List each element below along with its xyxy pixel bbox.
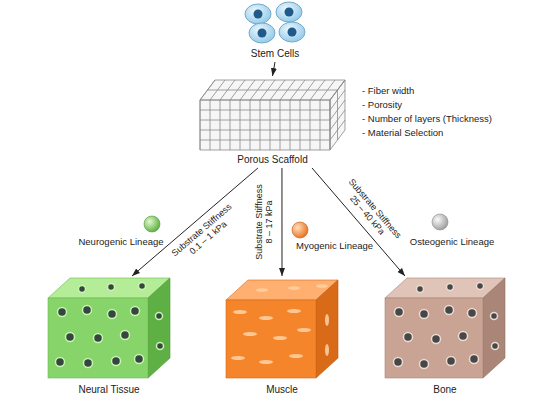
stem-cell [249, 23, 275, 43]
cell-nucleus [288, 28, 297, 37]
lineage-label: Neurogenic Lineage [78, 236, 163, 247]
scaffold-node: Porous Scaffold [195, 76, 350, 168]
node-label: Bone [433, 384, 456, 396]
lineage-label: Osteogenic Lineage [410, 236, 495, 247]
cell-nucleus [258, 29, 267, 38]
muscle-fibers [231, 284, 329, 364]
node-label: Porous Scaffold [237, 154, 307, 166]
lineage-label: Myogenic Lineage [296, 240, 373, 251]
stem-cell [279, 22, 305, 42]
parameter-item: - Fiber width [362, 85, 414, 96]
flow-arrow [273, 62, 276, 76]
scaffold-fibers [200, 80, 345, 150]
stem-cell-cluster [245, 2, 305, 43]
scaffold-faces [200, 80, 345, 150]
cell-nucleus [254, 10, 263, 19]
tissue-node: Neural Tissue [44, 276, 174, 398]
parameter-item: - Porosity [362, 99, 402, 110]
block-front [385, 298, 483, 378]
block-side [148, 278, 170, 378]
parameter-item: - Number of layers (Thickness) [362, 113, 492, 124]
bone-cells [394, 283, 499, 369]
tissue-node: Muscle [222, 276, 342, 398]
bone-block [385, 278, 505, 378]
stem-cells-node: Stem Cells [235, 0, 315, 62]
node-label: Muscle [266, 384, 298, 396]
parameter-item: - Material Selection [362, 127, 443, 138]
neurogenic-cell [144, 216, 160, 232]
node-label: Stem Cells [251, 48, 299, 60]
neural-cells [56, 283, 164, 368]
flow-arrow [312, 168, 405, 276]
cell-nucleus [285, 8, 294, 17]
stem-cell [276, 2, 302, 22]
flow-arrow [132, 168, 258, 276]
stiffness-label: Substrate Stiffness 0.1 – 1 kPa [168, 200, 242, 268]
muscle-block [226, 280, 338, 378]
stiffness-label: Substrate Stiffness 8 – 17 kPa [254, 182, 275, 262]
myogenic-cell [292, 222, 308, 238]
block-side [316, 280, 338, 378]
node-label: Neural Tissue [78, 384, 139, 396]
block-front [48, 298, 148, 378]
block-front [226, 300, 316, 378]
neural-tissue-block [48, 278, 170, 378]
scaffold-grid [200, 80, 345, 150]
block-side [483, 278, 505, 378]
osteogenic-cell [432, 214, 448, 230]
tissue-node: Bone [381, 276, 509, 398]
stiffness-label: Substrate Stiffness 25 – 40 kPa [337, 174, 405, 248]
flow-arrow [281, 168, 282, 276]
stem-cell [245, 4, 271, 24]
